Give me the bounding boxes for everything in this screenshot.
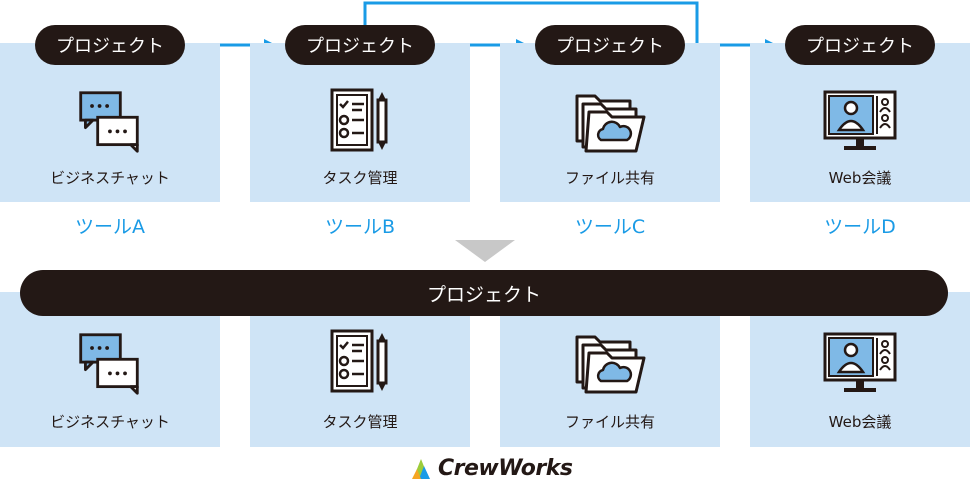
task-list-icon — [326, 86, 396, 156]
video-conference-icon — [820, 330, 900, 400]
task-list-icon — [326, 327, 396, 397]
crewworks-logo: CrewWorks — [410, 456, 573, 481]
tool-label: タスク管理 — [322, 413, 398, 431]
folder-cloud-icon — [571, 86, 651, 156]
tool-name: ツールC — [574, 216, 646, 238]
crewworks-logo-mark-icon — [412, 458, 430, 479]
tool-label: Web会議 — [828, 413, 892, 431]
logo-text: CrewWorks — [438, 456, 573, 481]
tool-label: ビジネスチャット — [50, 169, 170, 187]
down-arrow-icon — [455, 240, 515, 262]
project-pill: プロジェクト — [285, 25, 435, 65]
tool-label: ビジネスチャット — [50, 413, 170, 431]
folder-cloud-icon — [571, 327, 651, 397]
tool-label: ファイル共有 — [564, 413, 655, 431]
project-pill: プロジェクト — [535, 25, 685, 65]
project-pill: プロジェクト — [785, 25, 935, 65]
tool-name: ツールA — [75, 216, 145, 238]
tool-label: タスク管理 — [322, 169, 398, 187]
project-pill: プロジェクト — [35, 25, 185, 65]
tool-name: ツールB — [324, 216, 396, 238]
tool-label: ファイル共有 — [564, 169, 655, 187]
tool-label: Web会議 — [828, 169, 892, 187]
chat-icon — [76, 89, 142, 155]
tool-name: ツールD — [824, 216, 896, 238]
project-bar: プロジェクト — [20, 270, 948, 316]
chat-icon — [76, 331, 142, 397]
video-conference-icon — [820, 88, 900, 158]
